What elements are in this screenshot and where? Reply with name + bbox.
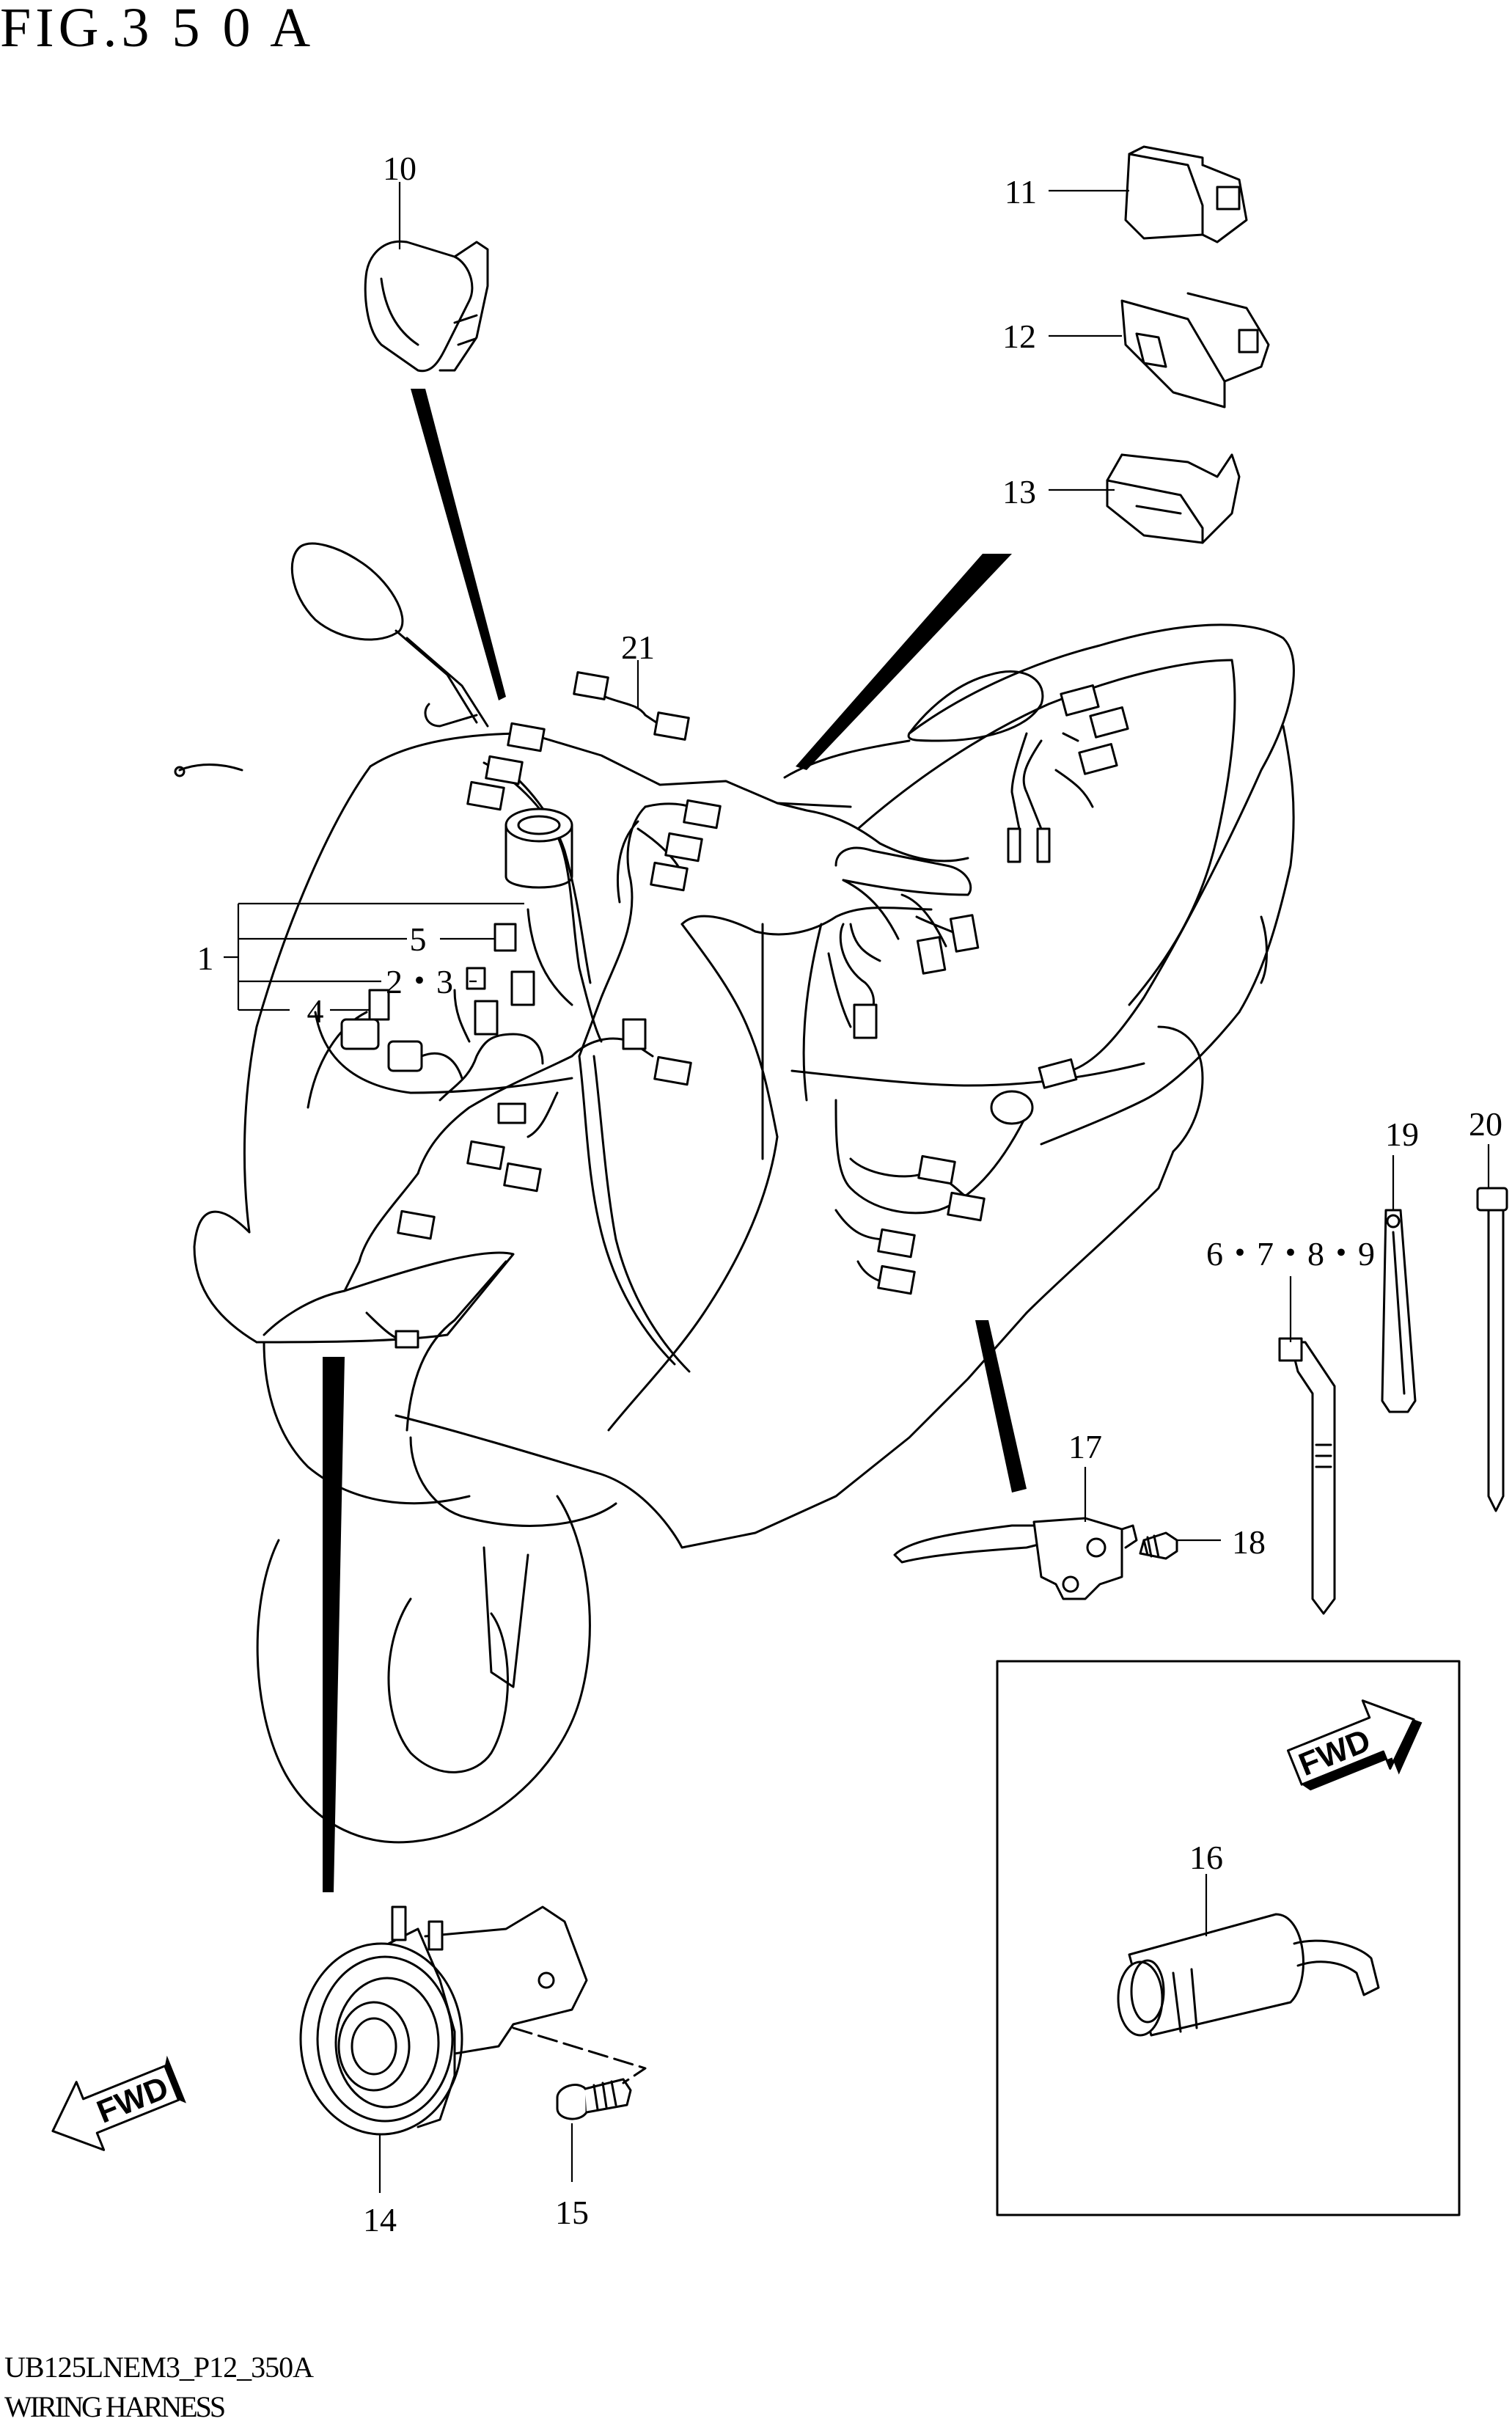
callout-2-3: 2・3	[386, 963, 453, 1000]
callout-10: 10	[383, 150, 416, 187]
part-17-brake-switch	[893, 1320, 1138, 1600]
part-19-strap	[1381, 1209, 1417, 1413]
relay-part-4	[340, 1018, 380, 1050]
part-18-screw	[1139, 1531, 1178, 1560]
part-21-sub-harness	[573, 671, 690, 741]
callout-1: 1	[197, 940, 214, 977]
callout-14-text: 14	[363, 2201, 397, 2238]
pointer-wedge-11-13	[796, 554, 1012, 770]
inset-box	[996, 1660, 1461, 2216]
callout-4: 4	[307, 992, 324, 1030]
part-10-left-switch	[364, 240, 506, 700]
callout-20: 20	[1469, 1105, 1502, 1143]
callout-21: 21	[621, 629, 655, 666]
callout-6-9: 6・7・8・9	[1206, 1235, 1375, 1273]
part-15-bolt	[512, 2026, 647, 2120]
fuse-part-5	[493, 923, 517, 952]
fuse-part-4	[368, 989, 390, 1021]
callout-12: 12	[1002, 318, 1036, 355]
fuse-part-2-3	[466, 967, 486, 990]
callout-labels: 10 11 12 13 21 1 5 2・3 4 6・7・8・9 19 20 1…	[197, 150, 1503, 1273]
callout-19: 19	[1385, 1116, 1419, 1153]
seat	[908, 623, 1295, 1072]
part-11-switch	[1124, 145, 1248, 244]
fwd-arrow-inset: FWD	[1286, 1699, 1423, 1791]
part-6-9-clamp	[1278, 1337, 1336, 1615]
left-mirror	[290, 542, 404, 641]
callout-15-text: 15	[555, 2194, 589, 2231]
callout-13: 13	[1002, 473, 1036, 510]
drawing-name: WIRING HARNESS	[4, 2390, 226, 2423]
part-12-switch	[1120, 292, 1270, 409]
callout-11: 11	[1005, 173, 1037, 210]
callout-5: 5	[410, 920, 427, 958]
drawing-code: UB125LNEM3_P12_350A	[4, 2351, 314, 2384]
part-14-horn	[299, 1357, 588, 2136]
pointer-wedge-17	[975, 1320, 1027, 1493]
pointer-wedge-10	[411, 389, 506, 700]
part-16-socket	[1117, 1913, 1380, 2037]
callout-17-text: 17	[1068, 1428, 1102, 1465]
part-13-switch	[796, 453, 1241, 770]
callout-16-text: 16	[1189, 1839, 1223, 1876]
figure-title: FIG.3 5 0 A	[0, 0, 315, 59]
main-harness	[174, 684, 1129, 1373]
leader-lines	[224, 182, 1490, 2193]
scooter-body	[193, 542, 1295, 1844]
right-mirror	[907, 670, 1044, 742]
fwd-arrow-horn: FWD	[51, 2055, 186, 2151]
pointer-wedge-14	[323, 1357, 345, 1892]
callout-18-text: 18	[1232, 1523, 1266, 1561]
callout-labels-lower: 17 18 14 15 16	[363, 1428, 1266, 2238]
part-20-cable-tie	[1476, 1187, 1508, 1512]
